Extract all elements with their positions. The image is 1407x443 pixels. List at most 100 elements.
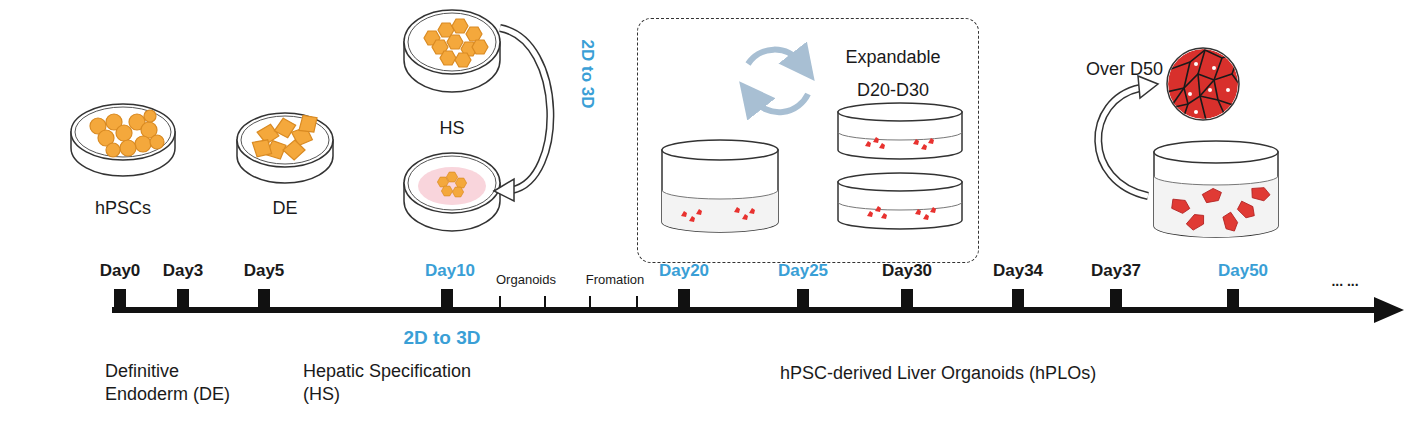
illustration-rect: [1110, 289, 1122, 311]
illustration-rect: [114, 289, 126, 311]
organoid-zoom: [1166, 48, 1242, 122]
illustration-g: [1166, 50, 1242, 122]
illustration-rect: [441, 289, 453, 311]
illustration-path: [1154, 152, 1278, 237]
illustration-circle: [1167, 48, 1239, 120]
illustration-path: [1166, 74, 1242, 92]
arrow-label: Over D50: [1086, 58, 1163, 81]
illustration-path: [662, 190, 778, 199]
illustration-rect: [112, 307, 1380, 313]
illustration-use: [873, 137, 879, 143]
illustration-path: [500, 28, 550, 190]
illustration-use: [928, 138, 934, 144]
3d-culture-dish: [404, 153, 500, 231]
illustration-use: [913, 139, 919, 145]
day-label: Day10: [425, 260, 475, 282]
illustration-use: [742, 214, 748, 220]
illustration-path: [1168, 50, 1240, 70]
illustration-use: [879, 143, 885, 149]
illustration-path: [838, 132, 962, 140]
illustration-use: [749, 208, 755, 214]
phase-label: Organoids: [496, 272, 556, 289]
illustration-ellipse: [404, 153, 500, 213]
illustration-polygon: [494, 179, 514, 201]
illustration-use: [881, 213, 887, 219]
illustration-circle: [1168, 49, 1238, 119]
illustration-use: [446, 172, 457, 182]
illustration-polygon: [1374, 297, 1404, 323]
illustration-use: [867, 211, 873, 217]
day-label: Day50: [1218, 260, 1268, 282]
stage-label: hPSC-derived Liver Organoids (hPLOs): [780, 362, 1096, 385]
illustration-use: [437, 177, 448, 187]
illustration-g: [681, 137, 936, 222]
illustration-path: [838, 112, 962, 159]
illustration-circle: [1194, 62, 1198, 66]
illustration-path: [1170, 96, 1236, 108]
timeline-axis: [112, 289, 1404, 323]
illustration-path: [500, 28, 550, 190]
day-label: Day20: [659, 260, 709, 282]
illustration-path: [1182, 62, 1190, 122]
culture-dish: DE: [230, 100, 340, 225]
phase-label: Fromation: [586, 272, 645, 289]
illustration-ellipse: [1154, 141, 1278, 163]
illustration-circle: [1208, 88, 1212, 92]
illustration-g: [437, 172, 466, 197]
illustration-ellipse: [662, 140, 778, 160]
culture-dish: hPSCs: [68, 100, 178, 225]
illustration-use: [452, 187, 463, 197]
day-label: Day0: [100, 260, 141, 282]
illustration-rect: [177, 289, 189, 311]
illustration-ellipse: [418, 167, 486, 205]
illustration-path: [1098, 88, 1148, 196]
illustration-path: [754, 94, 808, 112]
group-box: Expandable D20-D30: [637, 18, 979, 263]
illustration-path: [404, 183, 500, 231]
illustration-use: [455, 178, 466, 188]
illustration-path: [1214, 58, 1226, 118]
illustration-use: [930, 207, 936, 213]
illustration-use: [441, 186, 452, 196]
day-label: Day37: [1091, 260, 1141, 282]
day-label: Day5: [244, 260, 285, 282]
group-label: Expandable D20-D30: [828, 41, 958, 107]
illustration-use: [689, 216, 695, 222]
illustration-path: [662, 150, 778, 232]
illustration-g: [1188, 62, 1230, 114]
illustration-circle: [1226, 88, 1230, 92]
illustration-use: [734, 207, 740, 213]
illustration-rect: [258, 289, 270, 311]
maturation-arrow: [1098, 76, 1158, 196]
illustration-use: [923, 214, 929, 220]
illustration-rect: [1227, 289, 1239, 311]
illustration-ellipse: [838, 103, 962, 121]
illustration-path: [838, 182, 962, 229]
illustration-use: [915, 209, 921, 215]
dish-label: DE: [230, 198, 340, 220]
illustration-path: [838, 202, 962, 210]
illustration-path: [1098, 88, 1148, 196]
illustration-path: [1198, 50, 1206, 120]
illustration-g: [1169, 186, 1271, 234]
illustration-use: [1185, 211, 1208, 233]
illustration-rect: [589, 296, 591, 308]
illustration-circle: [1194, 110, 1198, 114]
illustration-use: [696, 209, 702, 215]
day-label: Day3: [163, 260, 204, 282]
illustration-use: [1221, 211, 1240, 233]
illustration-use: [1250, 186, 1271, 202]
illustration-circle: [1188, 92, 1192, 96]
illustration-rect: [901, 289, 913, 311]
day-label: Day25: [778, 260, 828, 282]
illustration-rect: [636, 296, 638, 308]
illustration-use: [1169, 196, 1191, 215]
illustration-use: [681, 211, 687, 217]
illustration-rect: [1012, 289, 1024, 311]
day-label: Day30: [882, 260, 932, 282]
illustration-rect: [678, 289, 690, 311]
illustration-polygon: [1138, 76, 1158, 98]
